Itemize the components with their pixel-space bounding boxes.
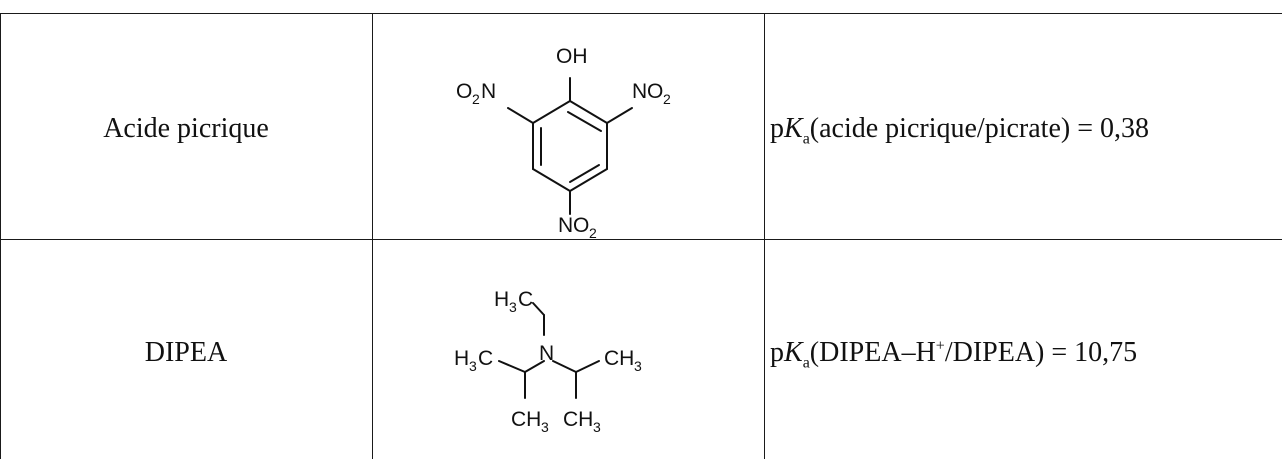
column-divider-2 [764,13,765,459]
right-o2-subscript: 2 [663,91,671,107]
left-o2-label: O [456,80,472,103]
bottom-right-ch3-c: CH [563,408,593,431]
pka-body-1: (acide picrique/picrate) = 0,38 [809,113,1149,144]
pka-k-2: K [784,337,803,368]
right-n-label: N [632,80,647,103]
bottom-o2-label: O [573,214,589,237]
pka-a-subscript-1: a [802,130,810,148]
nitrogen-label: N [539,342,554,365]
bottom-right-ch3-subscript: 3 [593,419,601,435]
table-top-border [0,13,1282,14]
pka-body-2-start: (DIPEA–H [809,337,936,368]
data-table: Acide picrique OH O 2 N N O 2 N O 2 pK [0,13,1282,459]
pka-body-2-end: /DIPEA) = 10,75 [944,337,1138,368]
right-ch3-c: CH [604,347,634,370]
left-h3c-c: C [478,347,493,370]
left-o2-subscript: 2 [472,91,480,107]
bottom-left-ch3-subscript: 3 [541,419,549,435]
pka-k-1: K [784,113,803,144]
top-h3c-c: C [518,288,533,311]
table-left-border [0,13,1,459]
pka-p-1: p [770,113,784,144]
left-h3c-subscript: 3 [469,358,477,374]
row-divider [0,239,1282,240]
picric-acid-structure: OH O 2 N N O 2 N O 2 [456,45,671,239]
oh-label: OH [556,45,588,68]
pka-p-2: p [770,337,784,368]
right-ch3-subscript: 3 [634,358,642,374]
row-name-acide-picrique: Acide picrique [103,113,269,144]
bottom-left-ch3-c: CH [511,408,541,431]
pka-picric-acid: pKa(acide picrique/picrate) = 0,38 [770,113,1149,148]
bottom-o2-subscript: 2 [589,225,597,239]
column-divider-1 [372,13,373,459]
top-h3c-subscript: 3 [509,299,517,315]
dipea-structure: H 3 C H 3 C N CH 3 CH 3 CH 3 [454,288,642,435]
row-name-dipea: DIPEA [144,337,228,368]
left-h3c-h: H [454,347,469,370]
top-h3c-h: H [494,288,509,311]
right-o2-label: O [647,80,663,103]
bottom-n-label: N [558,214,573,237]
pka-a-subscript-2: a [802,354,810,372]
pka-plus-superscript: + [935,337,945,355]
pka-dipea: pKa(DIPEA–H+/DIPEA) = 10,75 [770,337,1138,372]
left-n-label: N [481,80,496,103]
